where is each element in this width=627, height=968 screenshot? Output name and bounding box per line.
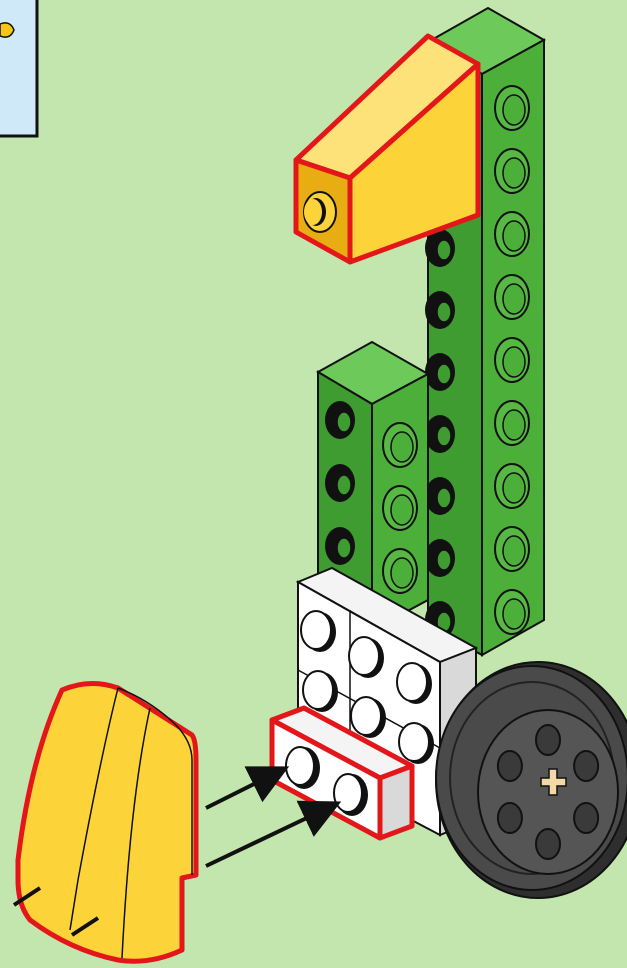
brick-stud [301,611,331,649]
brick-stud [351,697,381,735]
beam-short-side-holes [383,423,417,593]
beam-short-front-holes [325,401,355,565]
wheel-hub-hole [574,803,598,833]
brick-stud [349,637,379,675]
arrow-1 [206,770,282,808]
brick-stud [303,671,333,709]
beam-tall-side-holes [495,86,529,634]
brick-stud [397,663,427,701]
wheel-hub-hole [498,751,522,781]
brick-stud [399,723,429,761]
wheel-hub-hole [536,725,560,755]
wheel [436,662,627,898]
parts-panel [0,0,37,136]
wheel-hub-hole [498,803,522,833]
arrow-2 [206,805,334,866]
wheel-hub-hole [574,751,598,781]
yellow-curved-slope-new [14,683,196,961]
wheel-hub-hole [536,829,560,859]
parts-panel-box [0,0,37,136]
